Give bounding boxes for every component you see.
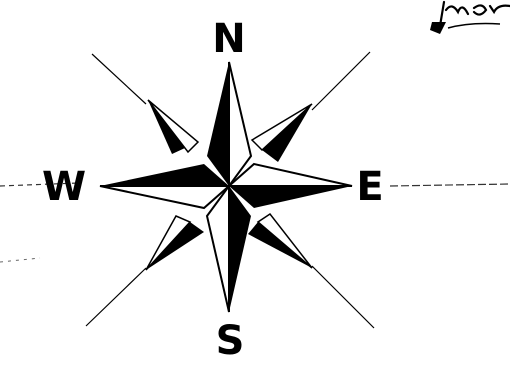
south-label: S [216,318,245,364]
cardinal-star [100,62,352,312]
east-ray-light [229,164,352,186]
handwritten-signature [430,2,510,34]
east-ray-dark [229,186,352,208]
south-ray-light [207,186,229,312]
north-ray-light [229,62,251,186]
west-label: W [42,164,86,210]
west-ray-light [100,186,229,208]
signature-underline [448,24,500,29]
lower-guide-line [0,258,40,262]
nw-guide-line [92,54,146,104]
north-label: N [212,16,245,62]
north-ray-dark [207,62,229,186]
sw-guide-line [86,268,146,326]
signature-blot [430,22,446,34]
ne-guide-line [312,52,370,110]
signature-strokes [440,2,510,26]
south-ray-dark [229,186,251,312]
west-ray-dark [100,164,229,186]
east-guide-line [390,184,510,186]
se-guide-line [312,266,374,328]
east-label: E [356,164,383,210]
